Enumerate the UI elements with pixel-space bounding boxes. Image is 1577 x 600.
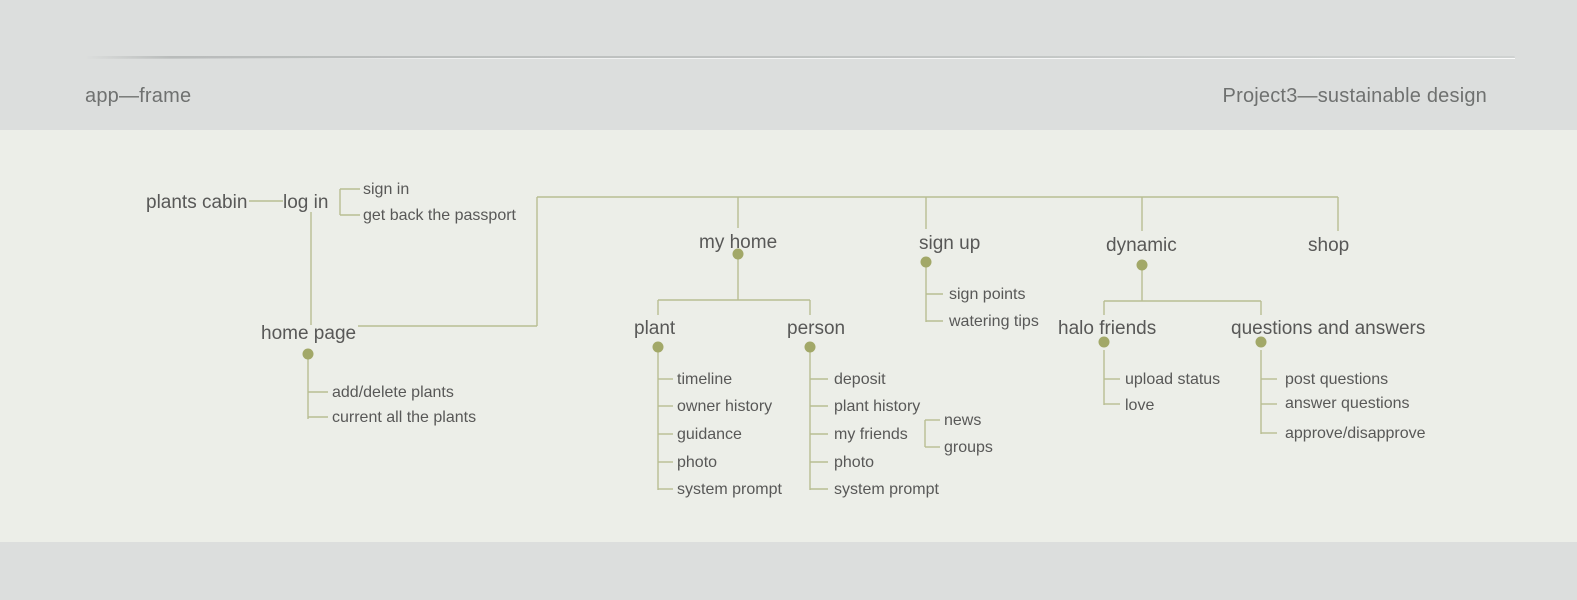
node-current-all-the-plants[interactable]: current all the plants xyxy=(332,409,477,426)
node-home-page[interactable]: home page xyxy=(261,323,357,344)
node-post-questions[interactable]: post questions xyxy=(1285,371,1389,388)
footer-band xyxy=(0,542,1577,600)
node-approve-disapprove[interactable]: approve/disapprove xyxy=(1285,425,1426,442)
node-my-friends[interactable]: my friends xyxy=(834,426,908,443)
node-plant-system-prompt[interactable]: system prompt xyxy=(677,481,782,498)
node-sign-points[interactable]: sign points xyxy=(949,286,1026,303)
dot-home-page xyxy=(302,348,314,360)
node-person-system-prompt[interactable]: system prompt xyxy=(834,481,939,498)
node-halo-friends[interactable]: halo friends xyxy=(1058,318,1157,339)
node-get-back-the-passport[interactable]: get back the passport xyxy=(363,207,516,224)
node-sign-up[interactable]: sign up xyxy=(919,233,981,254)
node-deposit[interactable]: deposit xyxy=(834,371,886,388)
dot-plant xyxy=(652,341,664,353)
node-plant-photo[interactable]: photo xyxy=(677,454,718,471)
node-plants-cabin-text: plants cabin xyxy=(146,192,248,213)
node-questions-and-answers[interactable]: questions and answers xyxy=(1231,318,1426,339)
node-plants-cabin[interactable]: plants cabin xyxy=(146,193,247,212)
header-band xyxy=(0,0,1577,130)
dot-dynamic xyxy=(1136,259,1148,271)
node-love[interactable]: love xyxy=(1125,397,1155,414)
node-person-photo[interactable]: photo xyxy=(834,454,875,471)
dot-sign-up xyxy=(920,256,932,268)
app-frame-title: app—frame xyxy=(85,85,192,107)
node-sign-in[interactable]: sign in xyxy=(363,181,410,198)
node-dynamic[interactable]: dynamic xyxy=(1106,235,1177,256)
header-divider xyxy=(85,56,1515,59)
node-watering-tips[interactable]: watering tips xyxy=(949,313,1039,330)
node-person[interactable]: person xyxy=(787,318,846,339)
node-guidance[interactable]: guidance xyxy=(677,426,742,443)
node-my-home[interactable]: my home xyxy=(699,232,778,253)
node-news[interactable]: news xyxy=(944,412,982,429)
node-shop[interactable]: shop xyxy=(1308,235,1350,256)
node-plant[interactable]: plant xyxy=(634,318,676,339)
node-timeline[interactable]: timeline xyxy=(677,371,733,388)
node-add-delete-plants[interactable]: add/delete plants xyxy=(332,384,454,401)
node-plant-history[interactable]: plant history xyxy=(834,398,921,415)
dot-person xyxy=(804,341,816,353)
node-owner-history[interactable]: owner history xyxy=(677,398,773,415)
node-upload-status[interactable]: upload status xyxy=(1125,371,1221,388)
project-title: Project3—sustainable design xyxy=(1222,85,1487,107)
node-log-in[interactable]: log in xyxy=(283,192,329,213)
node-groups[interactable]: groups xyxy=(944,439,993,456)
node-dots xyxy=(302,248,1267,360)
node-answer-questions[interactable]: answer questions xyxy=(1285,395,1410,412)
